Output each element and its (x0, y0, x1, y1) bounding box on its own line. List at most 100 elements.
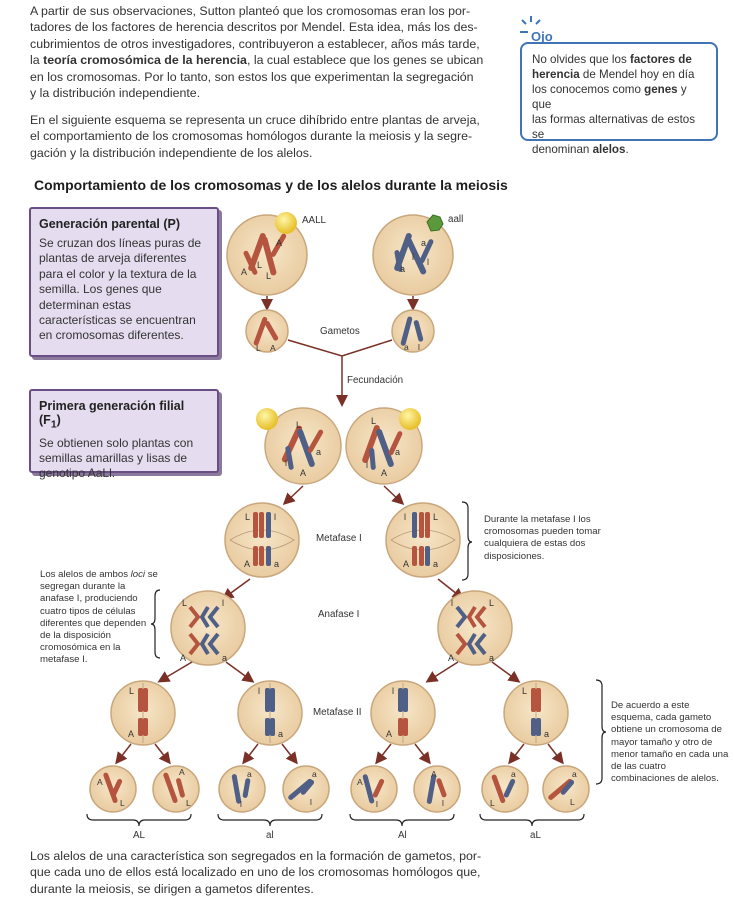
anaphase1-label: Anafase I (318, 609, 359, 620)
metaphase2-cell-4: L a (503, 680, 569, 746)
intro-line: la teoría cromosómica de la herencia, la… (30, 52, 500, 68)
footer-line: durante la meiosis, se dirigen a gametos… (30, 881, 314, 896)
footer-paragraph: Los alelos de una característica son seg… (30, 848, 510, 897)
eye-icon (520, 16, 541, 33)
svg-text:A: A (381, 468, 387, 478)
svg-text:L: L (245, 512, 250, 522)
filial-text: Se obtienen solo plantas con semillas am… (39, 435, 194, 481)
genotype-left-label: AALL (302, 215, 327, 226)
intro-line: tadores de los factores de herencia desc… (30, 20, 478, 35)
final-gamete-5: Al (350, 765, 398, 813)
filial-subscript: 1 (50, 419, 57, 431)
gamete-note-text: De acuerdo a este esquema, cada gameto o… (611, 700, 729, 785)
fecundation-label: Fecundación (347, 375, 403, 386)
metaphase-note-text: Durante la metafase I los cromosomas pue… (484, 514, 601, 562)
svg-text:a: a (247, 769, 252, 779)
svg-text:l: l (310, 797, 312, 807)
ojo-line: denominan alelos. (532, 142, 706, 157)
svg-text:L: L (490, 798, 495, 808)
ojo-text: de Mendel hoy en día (579, 68, 695, 81)
svg-text:L: L (266, 271, 271, 281)
ojo-text: y que (532, 83, 687, 111)
intro-paragraph-2: En el siguiente esquema se representa un… (30, 112, 500, 161)
svg-text:A: A (403, 559, 409, 569)
intro-text: la (30, 53, 44, 68)
svg-text:l: l (240, 799, 242, 809)
metaphase2-cell-3: l A (370, 680, 436, 746)
svg-text:A: A (276, 238, 282, 248)
footer-line: Los alelos de una característica son seg… (30, 849, 482, 863)
genotype-right-label: aall (448, 214, 463, 225)
intro-line: y la distribución independiente. (30, 86, 201, 101)
yellow-seed-icon (275, 212, 297, 234)
gamete-label-4: aL (530, 830, 541, 841)
svg-text:l: l (442, 798, 444, 808)
gamete-label-3: Al (398, 830, 407, 841)
parental-generation-box: Generación parental (P) Se cruzan dos lí… (29, 207, 219, 357)
ojo-bold: alelos (592, 143, 626, 156)
anaphase1-cell-left: L l A a (170, 590, 246, 666)
svg-text:a: a (404, 342, 409, 352)
svg-text:A: A (270, 343, 276, 353)
svg-text:a: a (222, 653, 227, 663)
intro-line: cubrimientos de otros investigadores, co… (30, 36, 480, 51)
svg-text:A: A (357, 777, 363, 787)
ojo-text: No olvides que los (532, 53, 630, 66)
intro-text: , la cual establece que los genes se ubi… (246, 53, 484, 68)
f1-cell-left: L a A l (264, 407, 342, 485)
intro-line: el comportamiento de los cromosomas homó… (30, 129, 473, 144)
final-gamete-3: al (218, 765, 266, 813)
intro-paragraph-1: A partir de sus observaciones, Sutton pl… (30, 3, 500, 101)
svg-text:a: a (316, 447, 321, 457)
ojo-note: No olvides que los factores de herencia … (520, 42, 718, 156)
svg-text:a: a (489, 653, 494, 663)
svg-text:a: a (395, 447, 400, 457)
svg-text:l: l (427, 257, 429, 267)
intro-line: A partir de sus observaciones, Sutton pl… (30, 4, 471, 18)
svg-text:L: L (570, 797, 575, 807)
ojo-bold: factores de (629, 53, 692, 66)
svg-text:a: a (544, 729, 549, 739)
yellow-seed-icon (399, 408, 421, 430)
gamete-cell-right: a l (391, 309, 435, 353)
gamete-note: De acuerdo a este esquema, cada gameto o… (611, 700, 729, 785)
svg-text:l: l (366, 460, 368, 470)
gamete-label-2: al (266, 830, 274, 841)
metaphase-note: Durante la metafase I los cromosomas pue… (484, 514, 601, 562)
svg-text:l: l (258, 686, 260, 696)
svg-text:A: A (180, 653, 186, 663)
ojo-line: herencia de Mendel hoy en día (532, 67, 706, 82)
parent-cell-left: A L L A (226, 214, 308, 296)
svg-text:l: l (274, 512, 276, 522)
svg-text:L: L (296, 420, 301, 430)
svg-text:l: l (418, 342, 420, 352)
svg-text:a: a (278, 729, 283, 739)
svg-text:l: l (222, 598, 224, 608)
alleles-note: Los alelos de ambos loci se segregan dur… (40, 569, 158, 665)
svg-text:l: l (285, 458, 287, 468)
metaphase1-cell-left: L l A a (224, 502, 300, 578)
ojo-line: No olvides que los factores de (532, 52, 706, 67)
ojo-line: las formas alternativas de estos se (532, 113, 696, 141)
intro-line: en los cromosomas. Por lo tanto, son est… (30, 69, 474, 84)
final-gamete-4: al (282, 765, 330, 813)
svg-text:a: a (572, 769, 577, 779)
svg-text:a: a (421, 238, 426, 248)
gamete-cell-left: L A (245, 309, 289, 353)
ojo-bold: herencia (532, 68, 580, 81)
brace (349, 813, 455, 827)
filial-title-text: ) (56, 413, 61, 427)
svg-text:L: L (120, 798, 125, 808)
theory-term: teoría cromosómica de la herencia (43, 53, 247, 68)
final-gamete-8: aL (542, 765, 590, 813)
filial-title-text: Primera generación filial (F (39, 399, 185, 427)
ojo-text: . (625, 143, 629, 156)
ojo-line: los conocemos como genes y que (532, 82, 706, 112)
parental-title: Generación parental (P) (39, 217, 181, 231)
svg-text:L: L (129, 686, 134, 696)
svg-text:L: L (182, 598, 187, 608)
svg-text:A: A (448, 653, 454, 663)
filial-generation-box: Primera generación filial (F1) Se obtien… (29, 389, 219, 480)
svg-text:l: l (404, 512, 406, 522)
